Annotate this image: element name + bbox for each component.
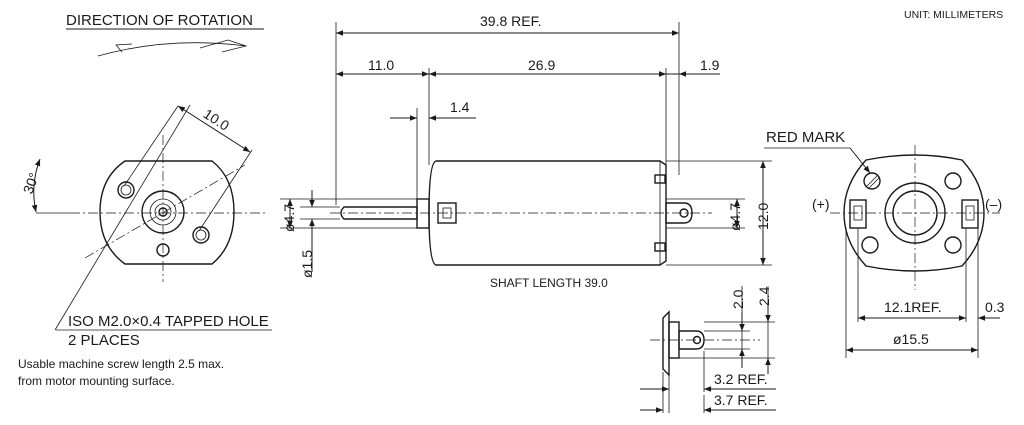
places-note: 2 PLACES: [68, 332, 140, 349]
angle-dim: 30°: [20, 171, 42, 196]
terminal-dim-a: 2.0: [730, 289, 746, 309]
rear-length-dim: 1.9: [700, 57, 720, 73]
tapped-hole-1: [117, 181, 135, 199]
red-mark-label: RED MARK: [766, 129, 845, 146]
motor-body: [428, 160, 667, 266]
usable-length-note-1: Usable machine screw length 2.5 max.: [18, 357, 224, 371]
front-face-view: 10.0 30°: [20, 104, 272, 331]
red-mark-icon: [863, 172, 881, 190]
minus-terminal-label: (–): [985, 196, 1002, 212]
small-hole: [156, 243, 170, 257]
ref-37-dim: 3.7 REF.: [714, 392, 768, 408]
tapped-hole-note: ISO M2.0×0.4 TAPPED HOLE: [68, 313, 269, 330]
rotation-arc-arrow-icon: [97, 39, 248, 57]
terminal-dim-b: 2.4: [756, 286, 772, 306]
usable-length-note-2: from motor mounting surface.: [18, 374, 175, 388]
plus-terminal-label: (+): [812, 196, 830, 212]
edge-dim: 0.3: [985, 299, 1005, 315]
side-view: 39.8 REF. 11.0 26.9 1.9 1.4 ø4.7 ø1.5 ø4…: [280, 13, 772, 278]
body-length-dim: 26.9: [528, 57, 555, 73]
shaft-dia-dim: ø4.7: [281, 204, 297, 232]
overall-length-dim: 39.8 REF.: [480, 13, 541, 29]
hole-spacing-dim: 10.0: [201, 105, 233, 133]
terminal-detail-view: 2.0 2.4 3.2 REF. 3.7 REF.: [640, 286, 776, 413]
boss-length-dim: 1.4: [450, 99, 470, 115]
rotation-title: DIRECTION OF ROTATION: [66, 12, 253, 29]
shaft-length-label: SHAFT LENGTH 39.0: [490, 276, 608, 290]
units-label: UNIT: MILLIMETERS: [904, 9, 1003, 21]
terminal-minus: [961, 199, 979, 229]
terminal-plus: [849, 199, 867, 229]
body-dia-dim: ø15.5: [893, 331, 929, 347]
tapped-hole-2: [192, 226, 210, 244]
front-length-dim: 11.0: [368, 57, 394, 73]
ref-32-dim: 3.2 REF.: [714, 371, 768, 387]
width-ref-dim: 12.1REF.: [884, 299, 942, 315]
shaft-small-dia-dim: ø1.5: [299, 250, 315, 278]
front-flange-outline: [99, 160, 235, 265]
rear-dia-dim: ø4.7: [727, 203, 743, 231]
body-height-dim: 12.0: [755, 203, 771, 230]
rear-view: 12.1REF. 0.3 ø15.5: [764, 145, 1005, 358]
